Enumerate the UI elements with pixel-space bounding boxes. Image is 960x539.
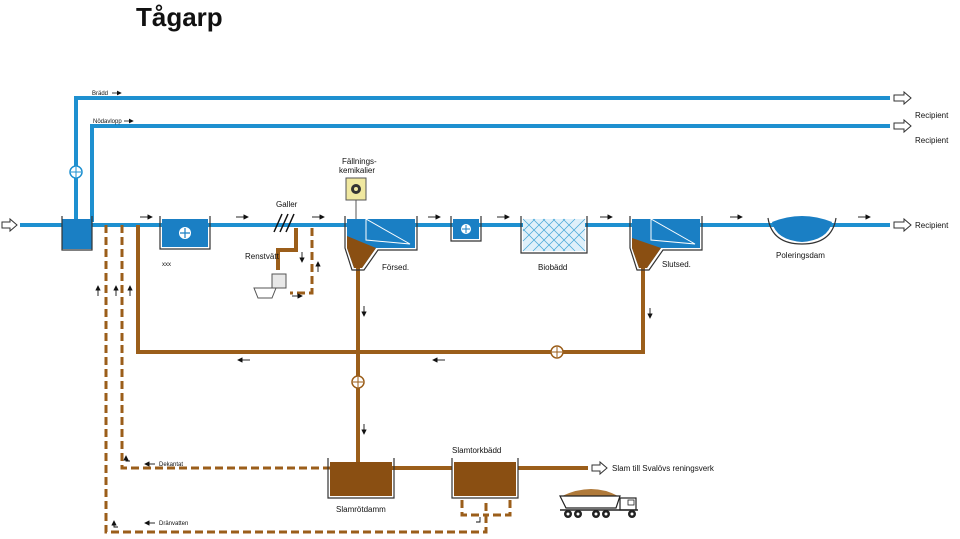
outlet-arrows (1, 90, 912, 476)
recipient-label-top1: Recipient (915, 111, 949, 120)
recipient-arrow-top2 (893, 118, 912, 134)
recipient-arrow-main (893, 217, 912, 233)
xxx-tank (159, 216, 211, 250)
recipient-label-top2: Recipient (915, 136, 949, 145)
forsed-tank (344, 216, 418, 271)
recipient-arrow-top1 (893, 90, 912, 106)
slam-till-label: Slam till Svalövs reningsverk (612, 464, 715, 473)
sludge-lines (136, 225, 645, 470)
nodavlopp-line (90, 124, 890, 222)
biobadd-tank (520, 216, 588, 254)
inlet-arrow (1, 217, 18, 233)
poleringsdam-pond (767, 216, 837, 245)
return-sludge-line (136, 225, 645, 354)
truck-icon (559, 489, 638, 518)
bradd-label: Brädd (92, 91, 108, 97)
dekantat-label: Dekantat (159, 462, 183, 468)
poleringsdam-label: Poleringsdam (776, 251, 825, 260)
dranvatten-label: Dränvatten (159, 521, 188, 527)
forsed-valve-icon (351, 375, 365, 389)
page-title: Tågarp (136, 2, 223, 32)
xxx-label: xxx (162, 262, 171, 268)
recipient-label-main: Recipient (915, 221, 949, 230)
slam-out-arrow (591, 460, 608, 476)
return-valve-icon (550, 345, 564, 359)
dranvatten-line (104, 225, 488, 534)
fallning-label-1: Fällnings- (342, 157, 377, 166)
renstvatt-label: Renstvätt (245, 252, 280, 261)
galler-line (276, 228, 298, 270)
slutsed-label: Slutsed. (662, 260, 691, 269)
small-tank (450, 216, 482, 242)
bradd-valve-icon (69, 165, 83, 179)
forsed-label: Försed. (382, 263, 409, 272)
dekantat-line (120, 225, 330, 470)
flow-arrows (95, 214, 871, 528)
slamtorkbadd-tank (451, 458, 519, 499)
slamtorkbadd-label: Slamtorkbädd (452, 446, 501, 455)
galler-icon (273, 213, 295, 233)
biobadd-label: Biobädd (538, 263, 567, 272)
bradd-line (74, 96, 890, 225)
slamrotdamm-label: Slamrötdamm (336, 505, 386, 514)
nodavlopp-label: Nödavlopp (93, 119, 122, 125)
sludge-dashed-lines (104, 225, 512, 534)
inlet-tank (61, 216, 93, 251)
tork-drain-right (486, 500, 512, 517)
tork-drain-left (460, 500, 486, 517)
water-lines (20, 96, 890, 227)
slamrotdamm-tank (327, 458, 395, 499)
chemical-dosing-box (345, 177, 367, 220)
fallning-label-2: kemikalier (339, 166, 375, 175)
renstvatt-dashed (290, 228, 314, 295)
renstvatt-unit (253, 273, 287, 299)
slutsed-tank (629, 216, 703, 271)
galler-label: Galler (276, 200, 298, 209)
